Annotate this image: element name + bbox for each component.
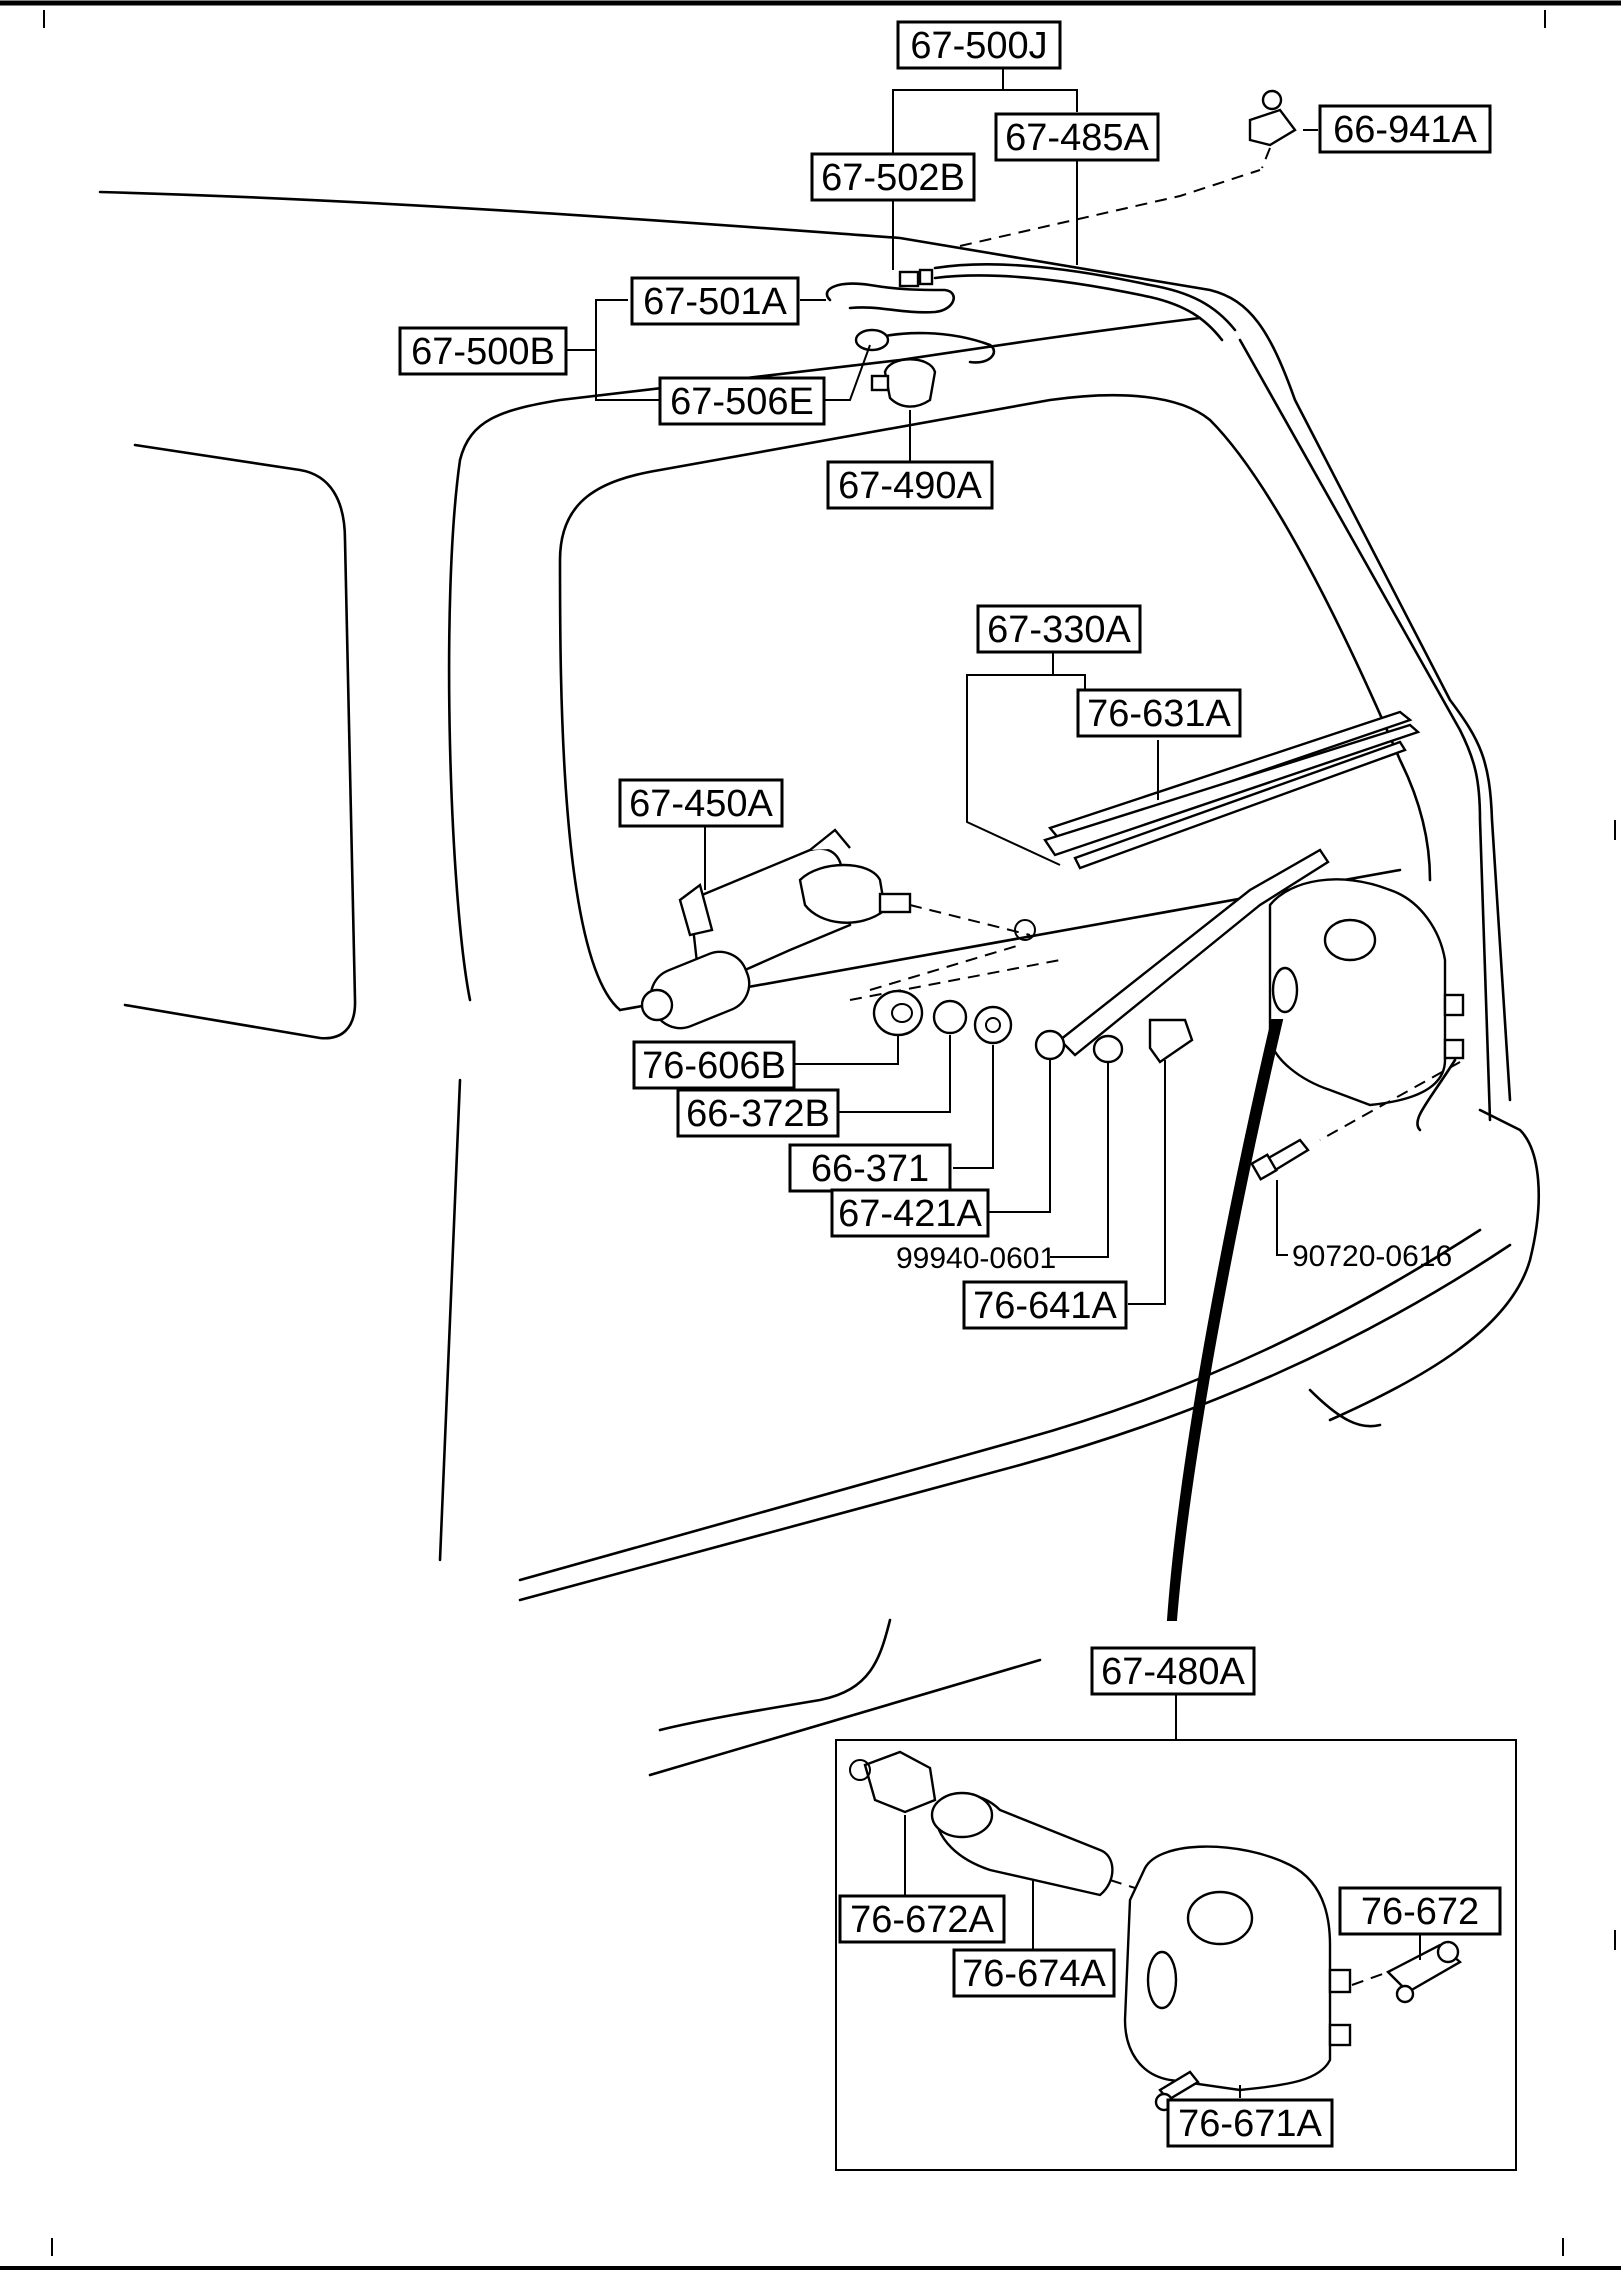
label-67-501A: 67-501A xyxy=(630,276,800,326)
svg-text:67-502B: 67-502B xyxy=(821,157,965,199)
svg-text:67-450A: 67-450A xyxy=(629,783,773,825)
svg-text:66-372B: 66-372B xyxy=(686,1093,830,1135)
label-90720-0616: 90720-0616 xyxy=(1292,1240,1452,1273)
svg-text:67-500J: 67-500J xyxy=(910,25,1047,67)
label-67-502B: 67-502B xyxy=(810,152,976,202)
svg-text:76-641A: 76-641A xyxy=(973,1285,1117,1327)
label-67-330A: 67-330A xyxy=(976,604,1142,654)
label-99940-0601: 99940-0601 xyxy=(896,1242,1056,1275)
wiper-blade xyxy=(1043,710,1421,870)
label-76-641A: 76-641A xyxy=(962,1280,1128,1330)
label-76-631A: 76-631A xyxy=(1076,688,1242,738)
svg-text:66-941A: 66-941A xyxy=(1333,109,1477,151)
label-67-450A: 67-450A xyxy=(618,778,784,828)
svg-text:67-500B: 67-500B xyxy=(411,331,555,373)
wiper-arm-and-fasteners xyxy=(872,848,1330,1064)
label-66-941A: 66-941A xyxy=(1318,104,1492,154)
label-67-490A: 67-490A xyxy=(826,460,994,510)
label-76-672A: 76-672A xyxy=(838,1894,1006,1944)
label-66-372B: 66-372B xyxy=(676,1088,840,1138)
label-66-371: 66-371 xyxy=(788,1143,952,1193)
svg-text:76-672A: 76-672A xyxy=(850,1899,994,1941)
label-67-500B: 67-500B xyxy=(398,326,568,376)
label-67-485A: 67-485A xyxy=(994,112,1160,162)
svg-text:76-606B: 76-606B xyxy=(642,1045,786,1087)
label-67-480A: 67-480A xyxy=(1090,1646,1256,1696)
svg-text:67-490A: 67-490A xyxy=(838,465,982,507)
svg-text:66-371: 66-371 xyxy=(811,1148,929,1190)
wiper-motor xyxy=(640,828,1061,1030)
label-67-421A: 67-421A xyxy=(830,1188,990,1238)
svg-text:67-330A: 67-330A xyxy=(987,609,1131,651)
detail-box-washer-tank xyxy=(835,1739,1517,2171)
washer-tank-installed xyxy=(1250,878,1465,1181)
label-76-606B: 76-606B xyxy=(632,1040,796,1090)
washer-hose-parts xyxy=(825,89,1297,408)
svg-text:76-674A: 76-674A xyxy=(962,1953,1106,1995)
svg-text:76-672: 76-672 xyxy=(1361,1891,1479,1933)
svg-text:67-506E: 67-506E xyxy=(670,381,814,423)
svg-text:67-480A: 67-480A xyxy=(1101,1651,1245,1693)
label-76-674A: 76-674A xyxy=(952,1948,1116,1998)
svg-text:76-631A: 76-631A xyxy=(1087,693,1231,735)
label-76-672: 76-672 xyxy=(1338,1886,1502,1936)
label-67-500J: 67-500J xyxy=(896,20,1062,70)
leader-lines xyxy=(567,68,1421,2098)
svg-text:67-485A: 67-485A xyxy=(1005,117,1149,159)
label-67-506E: 67-506E xyxy=(658,376,826,426)
svg-text:67-421A: 67-421A xyxy=(838,1193,982,1235)
detail-pointer-line xyxy=(1166,1019,1284,1621)
svg-text:67-501A: 67-501A xyxy=(643,281,787,323)
label-76-671A: 76-671A xyxy=(1166,2098,1334,2148)
svg-text:76-671A: 76-671A xyxy=(1178,2103,1322,2145)
part-labels: 67-500J 67-485A 66-941A 67-502B 67-501A … xyxy=(398,20,1502,2148)
